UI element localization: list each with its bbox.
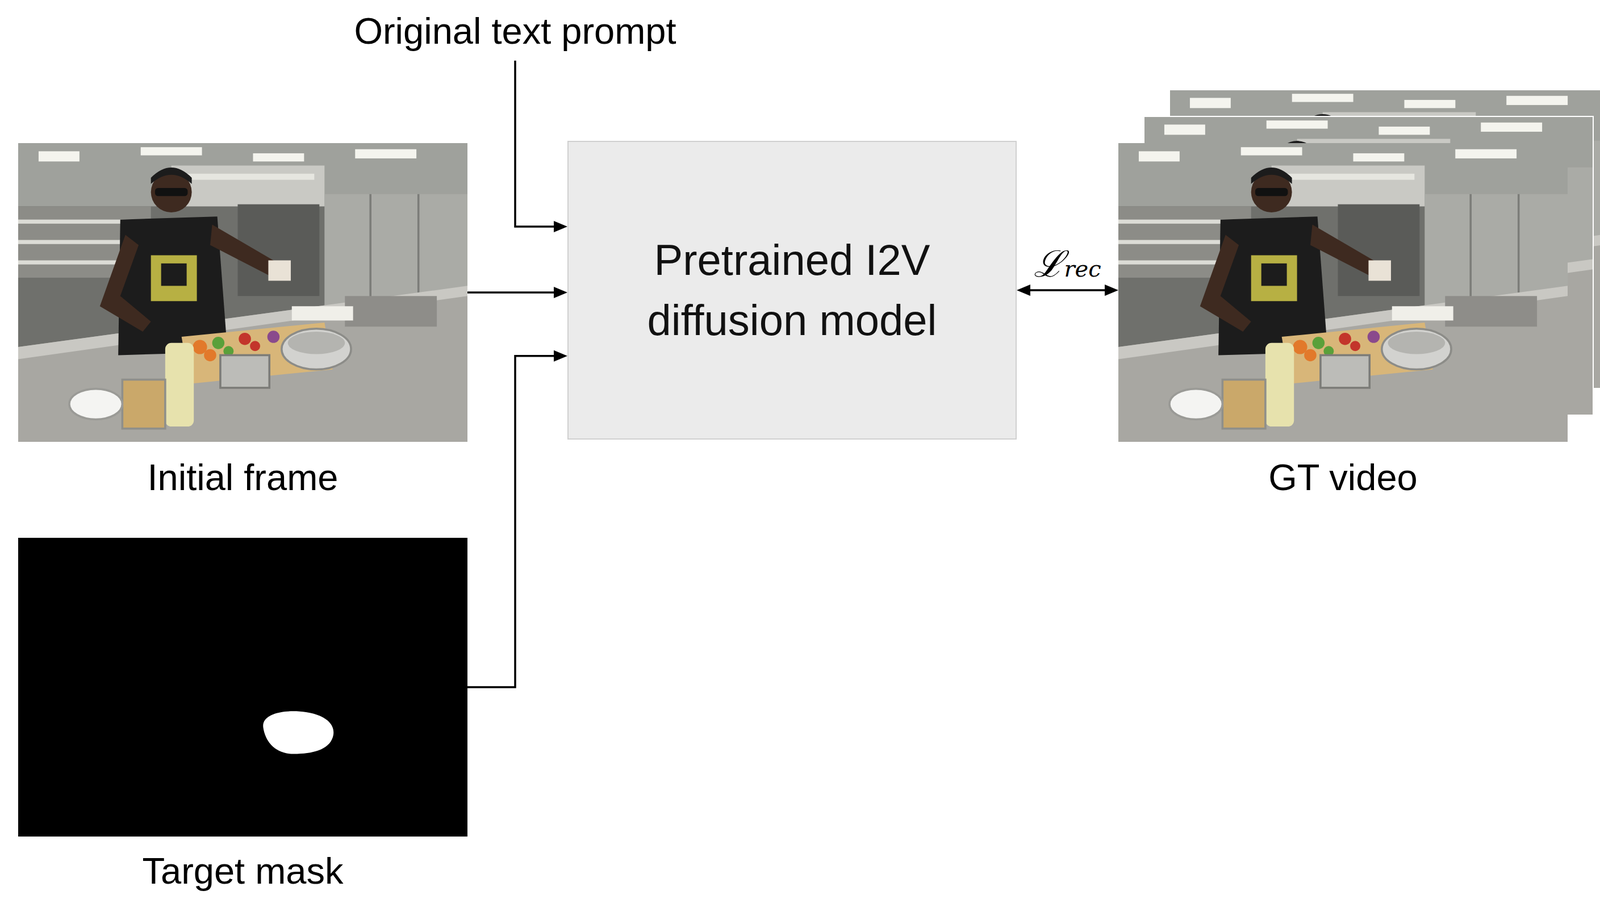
prompt-label: Original text prompt (353, 10, 676, 53)
prompt-text: Original text prompt (353, 10, 676, 53)
connector-line (515, 60, 554, 227)
connector-line (467, 291, 554, 294)
arrowhead (1016, 284, 1031, 296)
image-caption: Initial frame (0, 456, 491, 500)
connector-line (467, 356, 554, 688)
connector-arrow (515, 60, 568, 233)
image-caption: Target mask (0, 850, 491, 893)
video-stack: GT video (1118, 143, 1568, 442)
arrowhead (1104, 284, 1119, 296)
input-frame: Initial frame (18, 143, 468, 442)
connector-arrow (1016, 284, 1119, 296)
model-box: Pretrained I2V diffusion model (567, 140, 1017, 440)
connector-arrow (467, 286, 568, 299)
arrowhead (553, 350, 568, 362)
connector-arrow (467, 350, 568, 688)
loss-label: ℒrec (1031, 245, 1104, 283)
mask-image: Target mask (18, 537, 468, 837)
image-caption: GT video (1095, 456, 1591, 500)
arrowhead (553, 220, 568, 233)
model-label: Pretrained I2V diffusion model (585, 230, 999, 352)
arrowhead (553, 286, 568, 299)
connector-line (1030, 289, 1105, 292)
